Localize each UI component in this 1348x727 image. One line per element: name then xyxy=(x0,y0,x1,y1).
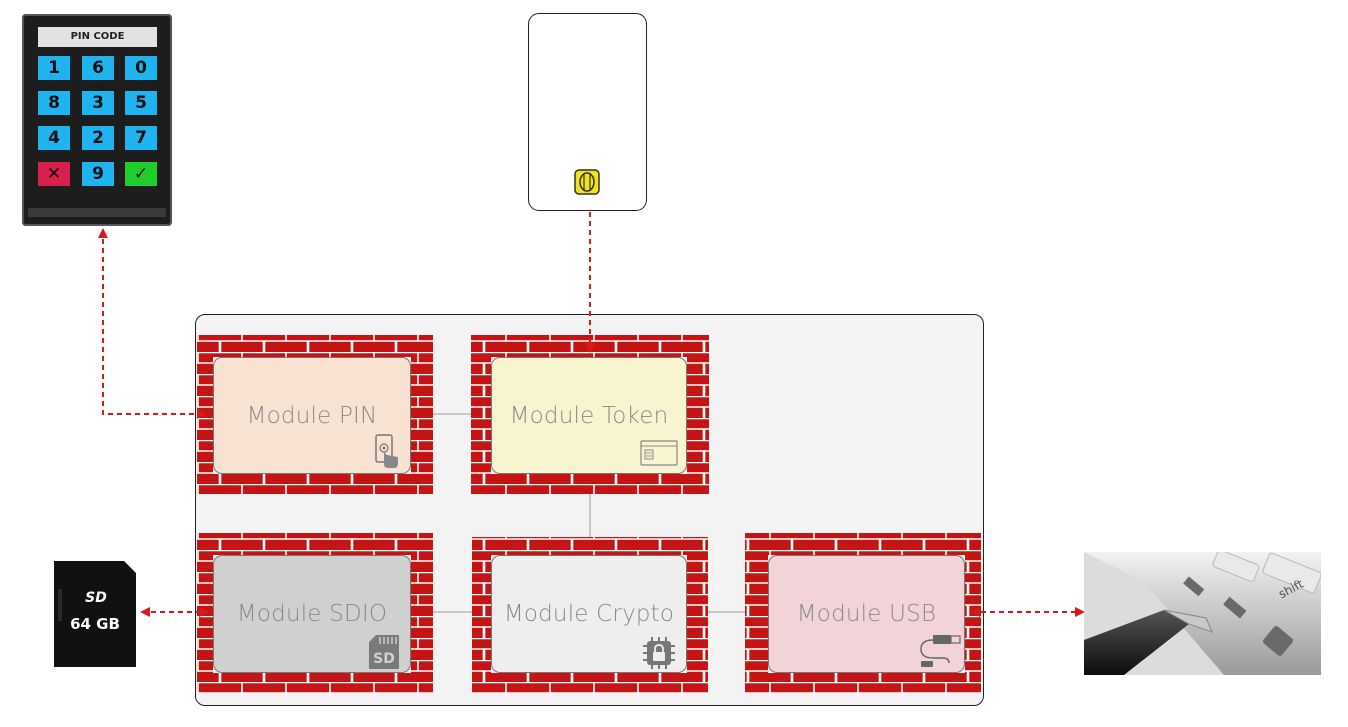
sd-card-device xyxy=(54,561,136,667)
arrow-keypad-pin xyxy=(103,230,205,414)
secure-chip-icon xyxy=(642,636,676,670)
sd-capacity-label: 64 GB xyxy=(60,615,130,633)
sd-card-icon: SD xyxy=(368,634,400,670)
sd-logo: SD xyxy=(70,590,122,606)
module-crypto-label: Module Crypto xyxy=(504,601,674,627)
usb-cable-icon xyxy=(919,632,963,670)
module-usb-label: Module USB xyxy=(797,601,936,627)
smart-card xyxy=(528,13,647,211)
usb-drive-photo xyxy=(1084,552,1321,675)
svg-text:SD: SD xyxy=(373,651,395,667)
keypad-key[interactable]: 2 xyxy=(82,126,114,150)
module-token[interactable]: Module Token xyxy=(491,357,687,474)
module-crypto[interactable]: Module Crypto xyxy=(491,555,687,673)
keypad-confirm-key[interactable]: ✓ xyxy=(125,162,157,186)
keypad-key[interactable]: 9 xyxy=(82,162,114,186)
keypad-key[interactable]: 7 xyxy=(125,126,157,150)
keypad-key[interactable]: 0 xyxy=(125,56,157,80)
keypad-key[interactable]: 4 xyxy=(38,126,70,150)
pin-keypad-device: PIN CODE 1 6 0 8 3 5 4 2 7 ✕ 9 ✓ xyxy=(22,14,172,226)
keypad-key[interactable]: 3 xyxy=(82,91,114,115)
keypad-key[interactable]: 5 xyxy=(125,91,157,115)
keypad-cancel-key[interactable]: ✕ xyxy=(38,162,70,186)
module-token-label: Module Token xyxy=(510,403,669,429)
card-chip-icon xyxy=(574,169,600,195)
id-card-icon xyxy=(640,440,678,466)
keypad-key[interactable]: 8 xyxy=(38,91,70,115)
smartphone-touch-icon xyxy=(374,434,400,470)
keypad-title: PIN CODE xyxy=(38,27,157,47)
keypad-key[interactable]: 1 xyxy=(38,56,70,80)
keypad-bottom-bezel xyxy=(28,208,166,217)
module-pin[interactable]: Module PIN xyxy=(213,357,411,474)
module-sdio[interactable]: Module SDIO SD xyxy=(213,555,411,673)
module-pin-label: Module PIN xyxy=(247,403,378,429)
keypad-key[interactable]: 6 xyxy=(82,56,114,80)
module-sdio-label: Module SDIO xyxy=(237,601,387,627)
module-usb[interactable]: Module USB xyxy=(768,555,965,673)
